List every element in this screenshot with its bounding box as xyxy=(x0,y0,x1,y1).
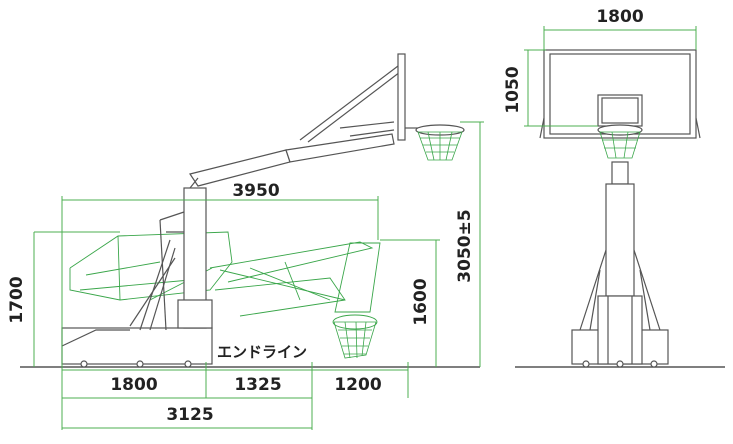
base-ballast xyxy=(61,327,213,365)
dim-label-1325: 1325 xyxy=(234,375,281,395)
front-column xyxy=(605,183,635,297)
dim-label-3950: 3950 xyxy=(232,181,279,201)
front-rim xyxy=(597,124,643,136)
dim-label-1200: 1200 xyxy=(334,375,381,395)
dim-label-1800-base: 1800 xyxy=(110,375,157,395)
dim-label-1600: 1600 xyxy=(411,278,431,325)
dim-label-1700: 1700 xyxy=(7,276,27,323)
dim-label-3125: 3125 xyxy=(166,405,213,425)
dim-label-1050: 1050 xyxy=(503,66,523,113)
dim-label-1800-board: 1800 xyxy=(596,7,643,27)
dim-label-3050: 3050±5 xyxy=(455,209,475,282)
dimension-lines xyxy=(33,26,697,430)
front-view-goal-unit xyxy=(539,49,701,368)
side-backboard xyxy=(397,53,406,141)
side-view-goal-unit xyxy=(61,53,465,368)
end-line-label: エンドライン xyxy=(217,343,307,361)
folded-position-ghost xyxy=(69,231,381,359)
